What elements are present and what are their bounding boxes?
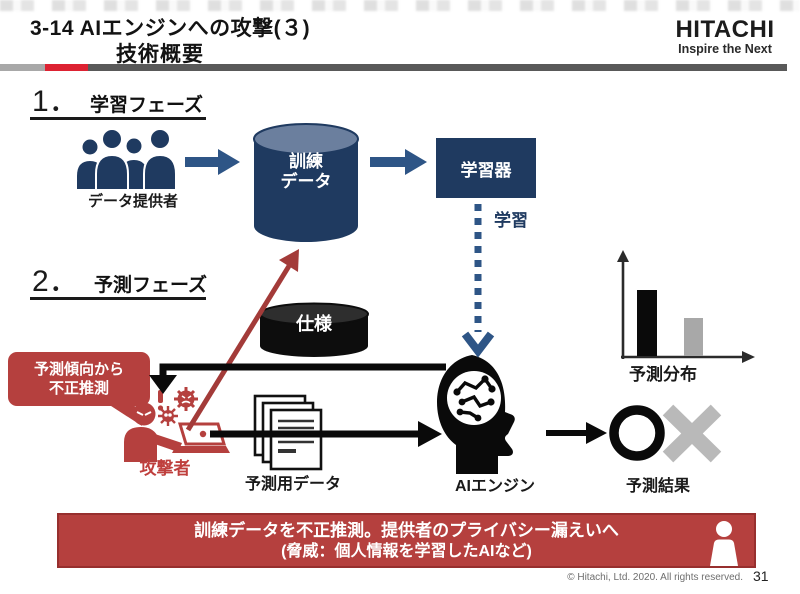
arrow-attacker-to-ai — [210, 421, 442, 447]
ai-engine-icon — [437, 355, 515, 474]
prediction-distribution-label: 予測分布 — [629, 365, 697, 384]
phase2-label: 予測フェーズ — [94, 275, 208, 296]
prediction-result-marks — [609, 404, 722, 463]
training-data-label: 訓練 データ — [280, 152, 332, 192]
page-title: 3-14 AIエンジンへの攻撃(３) — [30, 17, 311, 40]
prediction-result-label: 予測結果 — [625, 478, 690, 495]
threat-banner-line1: 訓練データを不正推測。提供者のプライバシー漏えいへ — [194, 520, 619, 540]
arrow-attacker-inference-red — [185, 249, 299, 432]
header-divider-bar — [0, 64, 787, 71]
chart-bar-gray — [684, 318, 703, 356]
hitachi-logo: HITACHI Inspire the Next — [660, 18, 790, 57]
phase2-underline — [30, 297, 206, 300]
ai-engine-label: AIエンジン — [454, 478, 535, 495]
phase1-label: 学習フェーズ — [90, 95, 204, 116]
result-cross-icon — [662, 404, 722, 463]
threat-banner-line2: (脅威：個人情報を学習したAIなど) — [281, 542, 532, 560]
learning-label: 学習 — [494, 211, 528, 230]
arrow-predictions-to-attacker — [149, 363, 446, 394]
learner-box: 学習器 — [436, 138, 536, 198]
callout-bubble: 予測傾向から 不正推測 — [8, 352, 150, 406]
phase2-number: 2． — [32, 265, 79, 298]
spec-label: 仕様 — [296, 314, 332, 334]
arrow-training-to-learner — [370, 149, 427, 175]
person-icon — [710, 521, 738, 566]
result-circle-icon — [609, 405, 665, 461]
chart-bar-black — [637, 290, 657, 356]
callout-line1: 予測傾向から — [33, 361, 124, 378]
top-compression-artifacts — [0, 0, 800, 11]
arrow-learning-dotted — [461, 204, 495, 358]
page-number: 31 — [753, 568, 769, 584]
arrow-providers-to-training — [185, 149, 240, 175]
hitachi-logo-text: HITACHI — [675, 16, 775, 43]
training-data-cylinder — [253, 123, 359, 242]
arrow-ai-to-result — [546, 422, 607, 444]
hitachi-logo-tagline: Inspire the Next — [678, 42, 772, 56]
callout-line2: 不正推測 — [48, 380, 109, 397]
copyright-text: © Hitachi, Ltd. 2020. All rights reserve… — [567, 572, 743, 583]
prediction-distribution-chart — [617, 250, 755, 363]
page-subtitle: 技術概要 — [116, 43, 204, 66]
phase1-number: 1． — [32, 85, 79, 118]
phase1-underline — [30, 117, 206, 120]
data-providers-icon — [75, 130, 177, 190]
threat-banner: 訓練データを不正推測。提供者のプライバシー漏えいへ (脅威：個人情報を学習したA… — [57, 513, 756, 568]
prediction-data-label: 予測用データ — [244, 476, 341, 493]
data-providers-label: データ提供者 — [87, 193, 178, 210]
attacker-label: 攻撃者 — [139, 459, 191, 478]
